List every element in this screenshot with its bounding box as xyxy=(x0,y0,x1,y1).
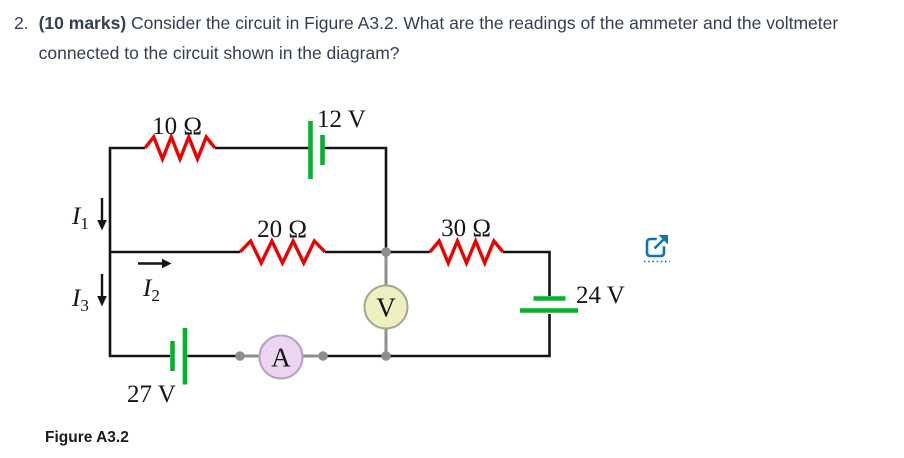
figure-caption: Figure A3.2 xyxy=(45,429,129,446)
label-27v: 27 V xyxy=(127,381,176,408)
wire-path xyxy=(108,146,551,358)
junction-dot xyxy=(318,351,328,361)
question-number: 2. xyxy=(14,13,29,33)
question-body: Consider the circuit in Figure A3.2. Wha… xyxy=(38,13,839,63)
ammeter-letter: A xyxy=(271,343,291,373)
junction-dot xyxy=(381,247,391,257)
label-20ohm: 20 Ω xyxy=(257,216,307,243)
ammeter: A xyxy=(258,334,304,380)
voltmeter-body xyxy=(363,284,409,330)
external-link-icon[interactable] xyxy=(644,235,670,263)
junction-dot xyxy=(235,351,245,361)
resistor-10ohm xyxy=(143,132,217,164)
current-i1-arrow xyxy=(97,198,107,231)
resistor-30ohm xyxy=(428,236,505,268)
junction-dot xyxy=(381,351,391,361)
question: 2. (10 marks) Consider the circuit in Fi… xyxy=(14,8,891,68)
resistor-20ohm xyxy=(238,237,327,267)
external-link-arrow-head[interactable] xyxy=(658,235,669,245)
label-current-i3: I3 xyxy=(71,285,89,315)
ammeter-body xyxy=(258,334,304,380)
current-i2-arrow xyxy=(138,258,172,269)
question-text: (10 marks) Consider the circuit in Figur… xyxy=(39,8,891,68)
external-link-box[interactable] xyxy=(645,237,666,258)
label-current-i2: I2 xyxy=(142,275,160,305)
label-current-i1: I1 xyxy=(71,203,89,233)
voltmeter-letter: V xyxy=(376,293,396,323)
label-10ohm: 10 Ω xyxy=(152,113,202,140)
current-i3-arrow xyxy=(97,274,107,307)
label-24v: 24 V xyxy=(576,282,625,309)
label-30ohm: 30 Ω xyxy=(441,215,491,242)
label-12v: 12 V xyxy=(317,106,366,133)
voltmeter: V xyxy=(363,284,409,330)
question-marks: (10 marks) xyxy=(38,13,127,33)
